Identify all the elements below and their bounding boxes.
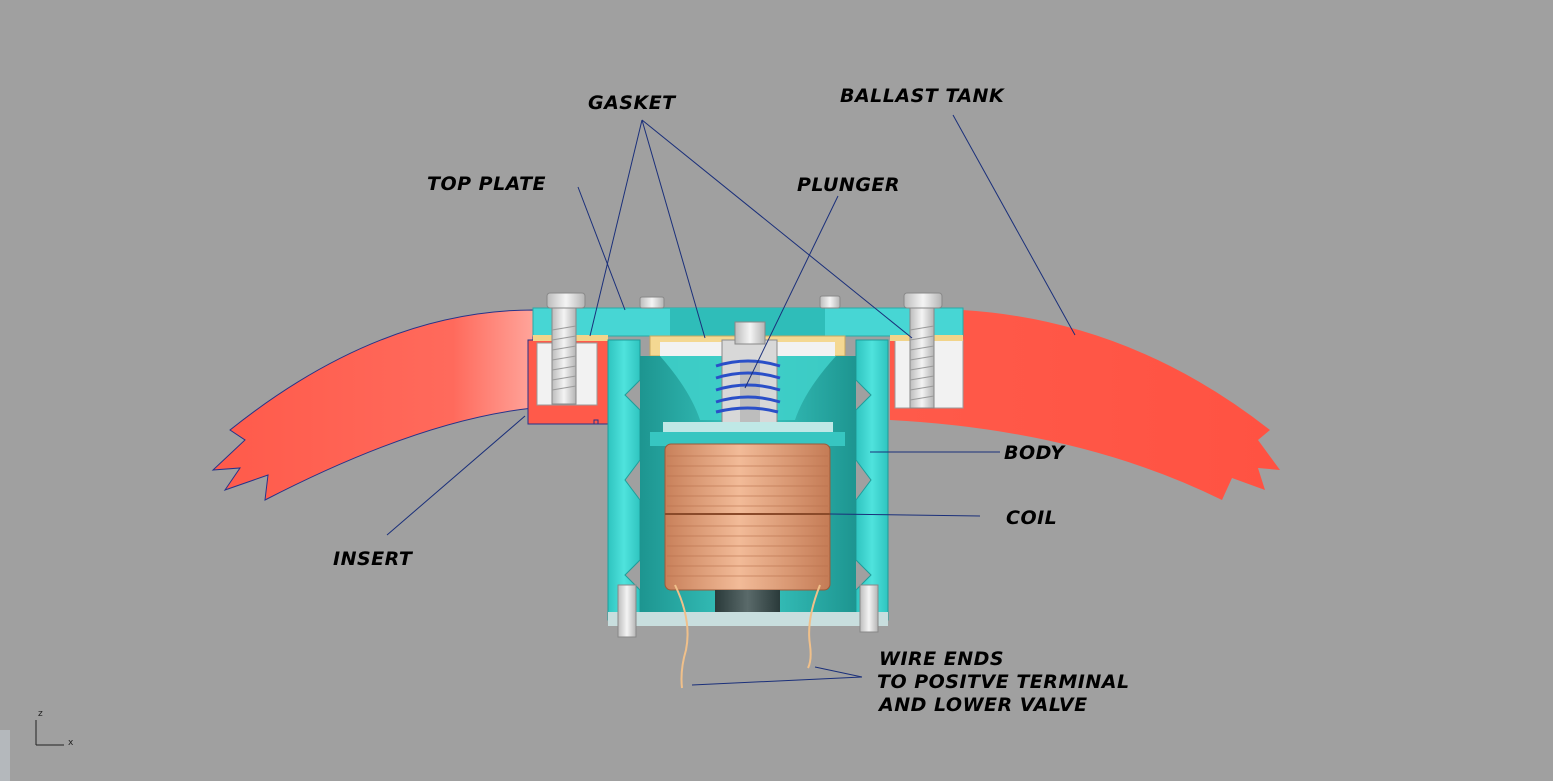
bolt-left — [546, 292, 586, 405]
valve-body — [607, 339, 641, 621]
label-wire-ends-line2: TO POSITVE TERMINAL — [877, 671, 1130, 693]
spring — [715, 359, 781, 414]
ballast-tank-right — [890, 310, 1280, 500]
axis-triad — [35, 720, 64, 746]
axis-z-label: z — [38, 709, 43, 719]
label-plunger: PLUNGER — [797, 174, 901, 196]
ballast-tank-left — [211, 309, 534, 501]
axis-x-label: x — [68, 738, 74, 748]
label-wire-ends: WIRE ENDS TO POSITVE TERMINAL AND LOWER … — [877, 648, 1130, 717]
label-wire-ends-line3: AND LOWER VALVE — [879, 694, 1088, 716]
label-body: BODY — [1004, 442, 1065, 464]
label-wire-ends-line1: WIRE ENDS — [879, 648, 1005, 670]
label-top-plate: TOP PLATE — [427, 173, 547, 195]
label-coil: COIL — [1006, 507, 1058, 529]
wire-end-right — [807, 584, 821, 669]
wire-end-left — [674, 584, 689, 689]
label-gasket: GASKET — [588, 92, 676, 114]
label-ballast-tank: BALLAST TANK — [840, 85, 1005, 107]
leader-lines — [386, 114, 1076, 686]
bolt-right — [903, 292, 943, 409]
label-insert: INSERT — [333, 548, 413, 570]
